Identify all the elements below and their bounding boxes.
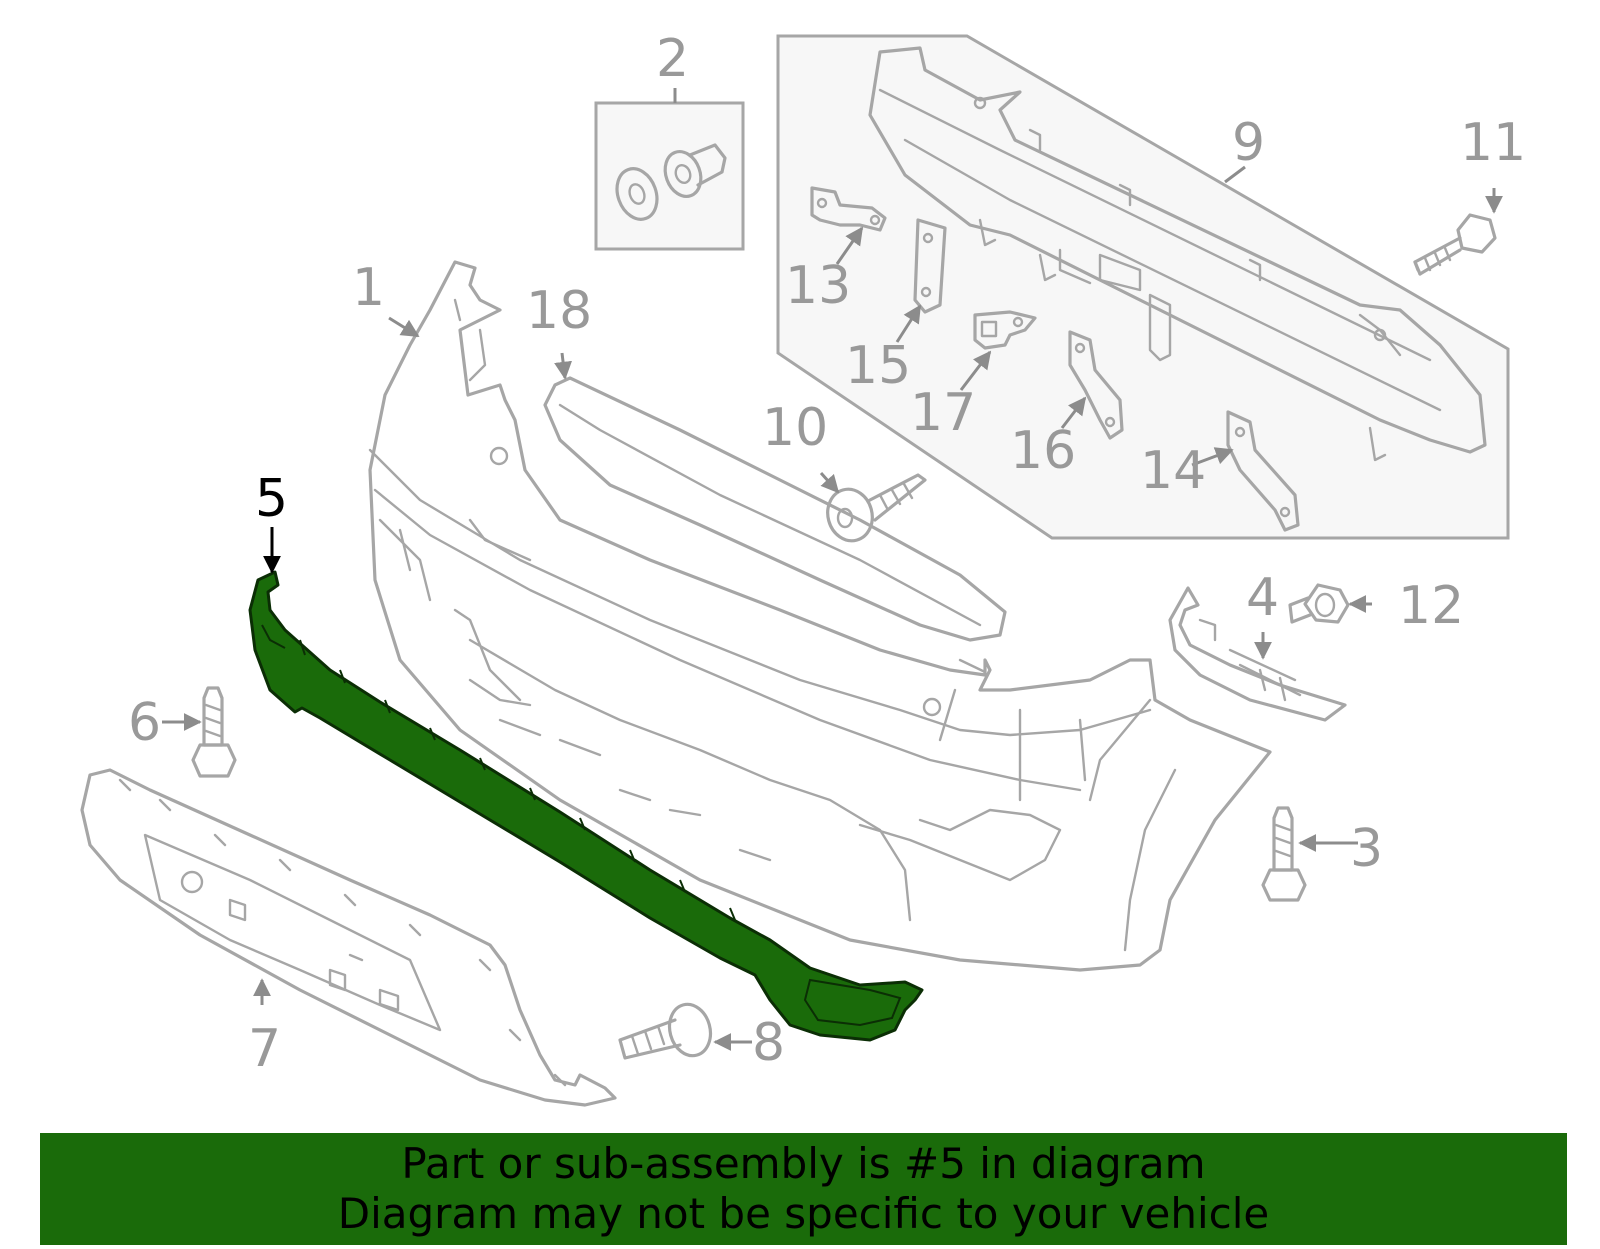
part-6-bolt[interactable] <box>191 686 237 778</box>
info-banner: Part or sub-assembly is #5 in diagram Di… <box>40 1133 1567 1245</box>
callout-7: 7 <box>248 1019 281 1079</box>
banner-line-part-info: Part or sub-assembly is #5 in diagram <box>401 1139 1206 1188</box>
part-17-bracket[interactable] <box>973 310 1037 350</box>
part-14-bracket[interactable] <box>1226 410 1300 532</box>
callout-3: 3 <box>1350 819 1383 879</box>
part-10-screw[interactable] <box>822 473 927 546</box>
part-12-push-pin[interactable] <box>1288 583 1350 624</box>
callout-8: 8 <box>752 1013 785 1073</box>
part-3-bolt[interactable] <box>1261 806 1307 902</box>
callout-9: 9 <box>1232 113 1265 173</box>
part-11-bolt[interactable] <box>1413 213 1497 276</box>
callout-10: 10 <box>762 398 828 458</box>
reinforcement-group-box <box>776 34 1510 540</box>
callout-14: 14 <box>1140 441 1206 501</box>
callout-5: 5 <box>255 469 288 529</box>
callout-leaders <box>162 88 1503 1051</box>
callout-1: 1 <box>352 258 385 318</box>
part-1-bumper-cover[interactable] <box>368 260 1272 972</box>
callout-13: 13 <box>785 256 851 316</box>
callout-15: 15 <box>845 336 911 396</box>
part-16-bracket[interactable] <box>1068 330 1124 440</box>
callout-18: 18 <box>526 281 592 341</box>
part-9-reinforcement-beam[interactable] <box>868 46 1487 462</box>
part-18-upper-cover[interactable] <box>543 376 1007 642</box>
part-13-bracket[interactable] <box>810 186 887 232</box>
callout-2: 2 <box>656 29 689 89</box>
part-2-clip-kit[interactable] <box>594 101 745 251</box>
part-8-screw[interactable] <box>618 1000 716 1061</box>
banner-line-disclaimer: Diagram may not be specific to your vehi… <box>337 1189 1270 1238</box>
callout-labels: 1 2 3 4 5 6 7 8 9 10 11 12 13 14 15 16 1… <box>128 29 1526 1079</box>
callout-12: 12 <box>1398 576 1464 636</box>
callout-16: 16 <box>1010 421 1076 481</box>
part-15-bracket[interactable] <box>913 218 947 314</box>
part-5-lower-deflector[interactable] <box>248 570 924 1042</box>
callout-17: 17 <box>910 383 976 443</box>
callout-4: 4 <box>1246 568 1279 628</box>
callout-6: 6 <box>128 693 161 753</box>
part-7-skid-plate[interactable] <box>80 768 617 1107</box>
part-4-side-bracket[interactable] <box>1168 586 1347 722</box>
callout-11: 11 <box>1460 113 1526 173</box>
